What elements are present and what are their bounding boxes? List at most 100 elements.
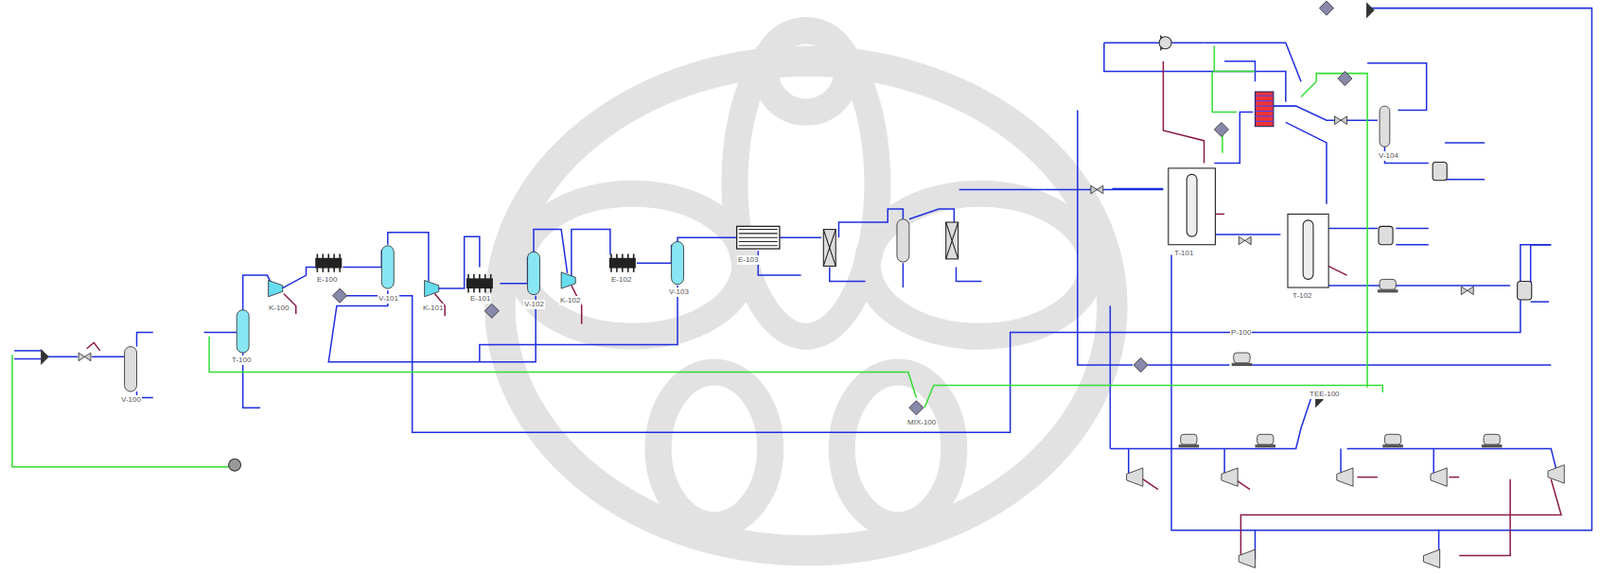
equipment-tag: P-100 <box>1230 328 1252 338</box>
vessel-symbol <box>527 251 541 295</box>
compressor-symbol <box>424 280 440 297</box>
set-diamond <box>1213 122 1229 137</box>
equipment-tag: V-100 <box>120 395 142 405</box>
vessel-symbol <box>1379 105 1390 147</box>
energy-stream <box>1213 46 1255 72</box>
flowsheet-group <box>12 0 1592 568</box>
process-stream <box>91 356 125 359</box>
equipment-tag: K-100 <box>267 303 290 314</box>
process-stream <box>14 358 41 361</box>
equipment-tag: V-102 <box>523 299 546 310</box>
exchanger-tube <box>738 232 778 234</box>
process-stream <box>757 250 801 276</box>
process-stream <box>1249 364 1551 367</box>
work-stream <box>1459 479 1511 557</box>
process-stream <box>636 245 672 264</box>
process-stream <box>1077 109 1133 366</box>
work-stream <box>1448 476 1460 479</box>
vessel-symbol <box>896 219 910 263</box>
process-stream <box>1530 245 1552 297</box>
drum-symbol <box>1378 226 1393 245</box>
pump-base <box>1377 289 1399 293</box>
reactor-symbol <box>946 222 959 260</box>
column-frame <box>1168 168 1216 246</box>
set-diamond <box>1318 0 1334 16</box>
mixer-symbol <box>40 349 50 366</box>
exchanger-tube <box>738 241 778 243</box>
energy-stream <box>12 354 231 468</box>
process-stream <box>1347 448 1557 470</box>
pump-symbol <box>1379 279 1396 290</box>
set-diamond <box>484 303 499 318</box>
cooler-fin <box>490 274 493 293</box>
exchanger-tube <box>738 237 778 239</box>
expander-symbol <box>1221 468 1238 487</box>
process-stream <box>1147 364 1230 367</box>
expander-symbol <box>1547 465 1565 484</box>
equipment-icons <box>40 0 1565 568</box>
process-stream <box>328 290 536 362</box>
expander-symbol <box>1126 468 1143 487</box>
drum-symbol <box>1432 161 1447 180</box>
pump-base <box>1178 444 1200 448</box>
process-stream <box>1316 284 1511 287</box>
source-symbol <box>228 458 242 472</box>
equipment-tag: T-101 <box>1173 248 1195 259</box>
process-stream <box>1104 42 1205 45</box>
process-stream <box>342 245 1551 433</box>
valve-symbol <box>1460 286 1474 296</box>
process-stream <box>499 257 528 284</box>
process-stream <box>281 266 317 289</box>
drum-symbol <box>1517 281 1532 300</box>
cooler-fin <box>627 253 630 272</box>
mixer-symbol <box>1366 1 1375 18</box>
lng-exchanger <box>1254 91 1273 127</box>
cooler-fin <box>478 274 481 293</box>
equipment-tag: V-103 <box>668 287 690 298</box>
process-stream <box>1530 300 1549 303</box>
process-stream <box>137 332 154 347</box>
process-stream <box>902 263 905 288</box>
work-stream <box>87 342 101 352</box>
cooler-fin <box>632 253 635 272</box>
process-stream <box>571 229 611 282</box>
vessel-symbol <box>671 242 685 285</box>
equipment-tag: K-101 <box>421 303 444 314</box>
expander-symbol <box>1336 468 1354 487</box>
reactor-cross <box>946 222 959 260</box>
process-stream <box>956 266 983 282</box>
pump-base <box>1231 363 1253 367</box>
exchanger-symbol <box>737 226 780 249</box>
exchanger-tube <box>738 245 778 247</box>
cooler-fin <box>322 253 325 272</box>
vessel-symbol <box>381 246 394 289</box>
equipment-tag: E-103 <box>737 255 759 265</box>
equipment-tag: T-102 <box>1291 291 1313 301</box>
vessel-symbol <box>124 347 138 392</box>
process-stream <box>1109 305 1112 449</box>
work-stream <box>1142 479 1159 491</box>
reactor-cross <box>823 229 836 267</box>
process-stream <box>838 209 903 238</box>
cooler-fin <box>333 253 335 272</box>
work-stream <box>87 61 1562 560</box>
equipment-tag: E-102 <box>610 275 633 285</box>
process-stream <box>1285 122 1327 204</box>
work-stream <box>1162 61 1204 164</box>
process-stream <box>14 8 1592 560</box>
pump-symbol <box>1233 352 1250 364</box>
equipment-tag: K-102 <box>559 296 581 306</box>
lng-exchanger-pass <box>1254 121 1273 123</box>
process-stream <box>1395 244 1429 247</box>
equipment-tag: TEE-100 <box>1308 389 1341 400</box>
work-stream <box>1356 476 1378 479</box>
equipment-tag: V-104 <box>1377 151 1400 161</box>
valve-symbol <box>1090 185 1104 194</box>
equipment-tag: MIX-100 <box>906 418 937 428</box>
pump-symbol <box>1384 434 1401 445</box>
column-frame <box>1287 213 1329 288</box>
process-stream <box>1367 63 1427 111</box>
work-stream <box>1240 479 1562 560</box>
